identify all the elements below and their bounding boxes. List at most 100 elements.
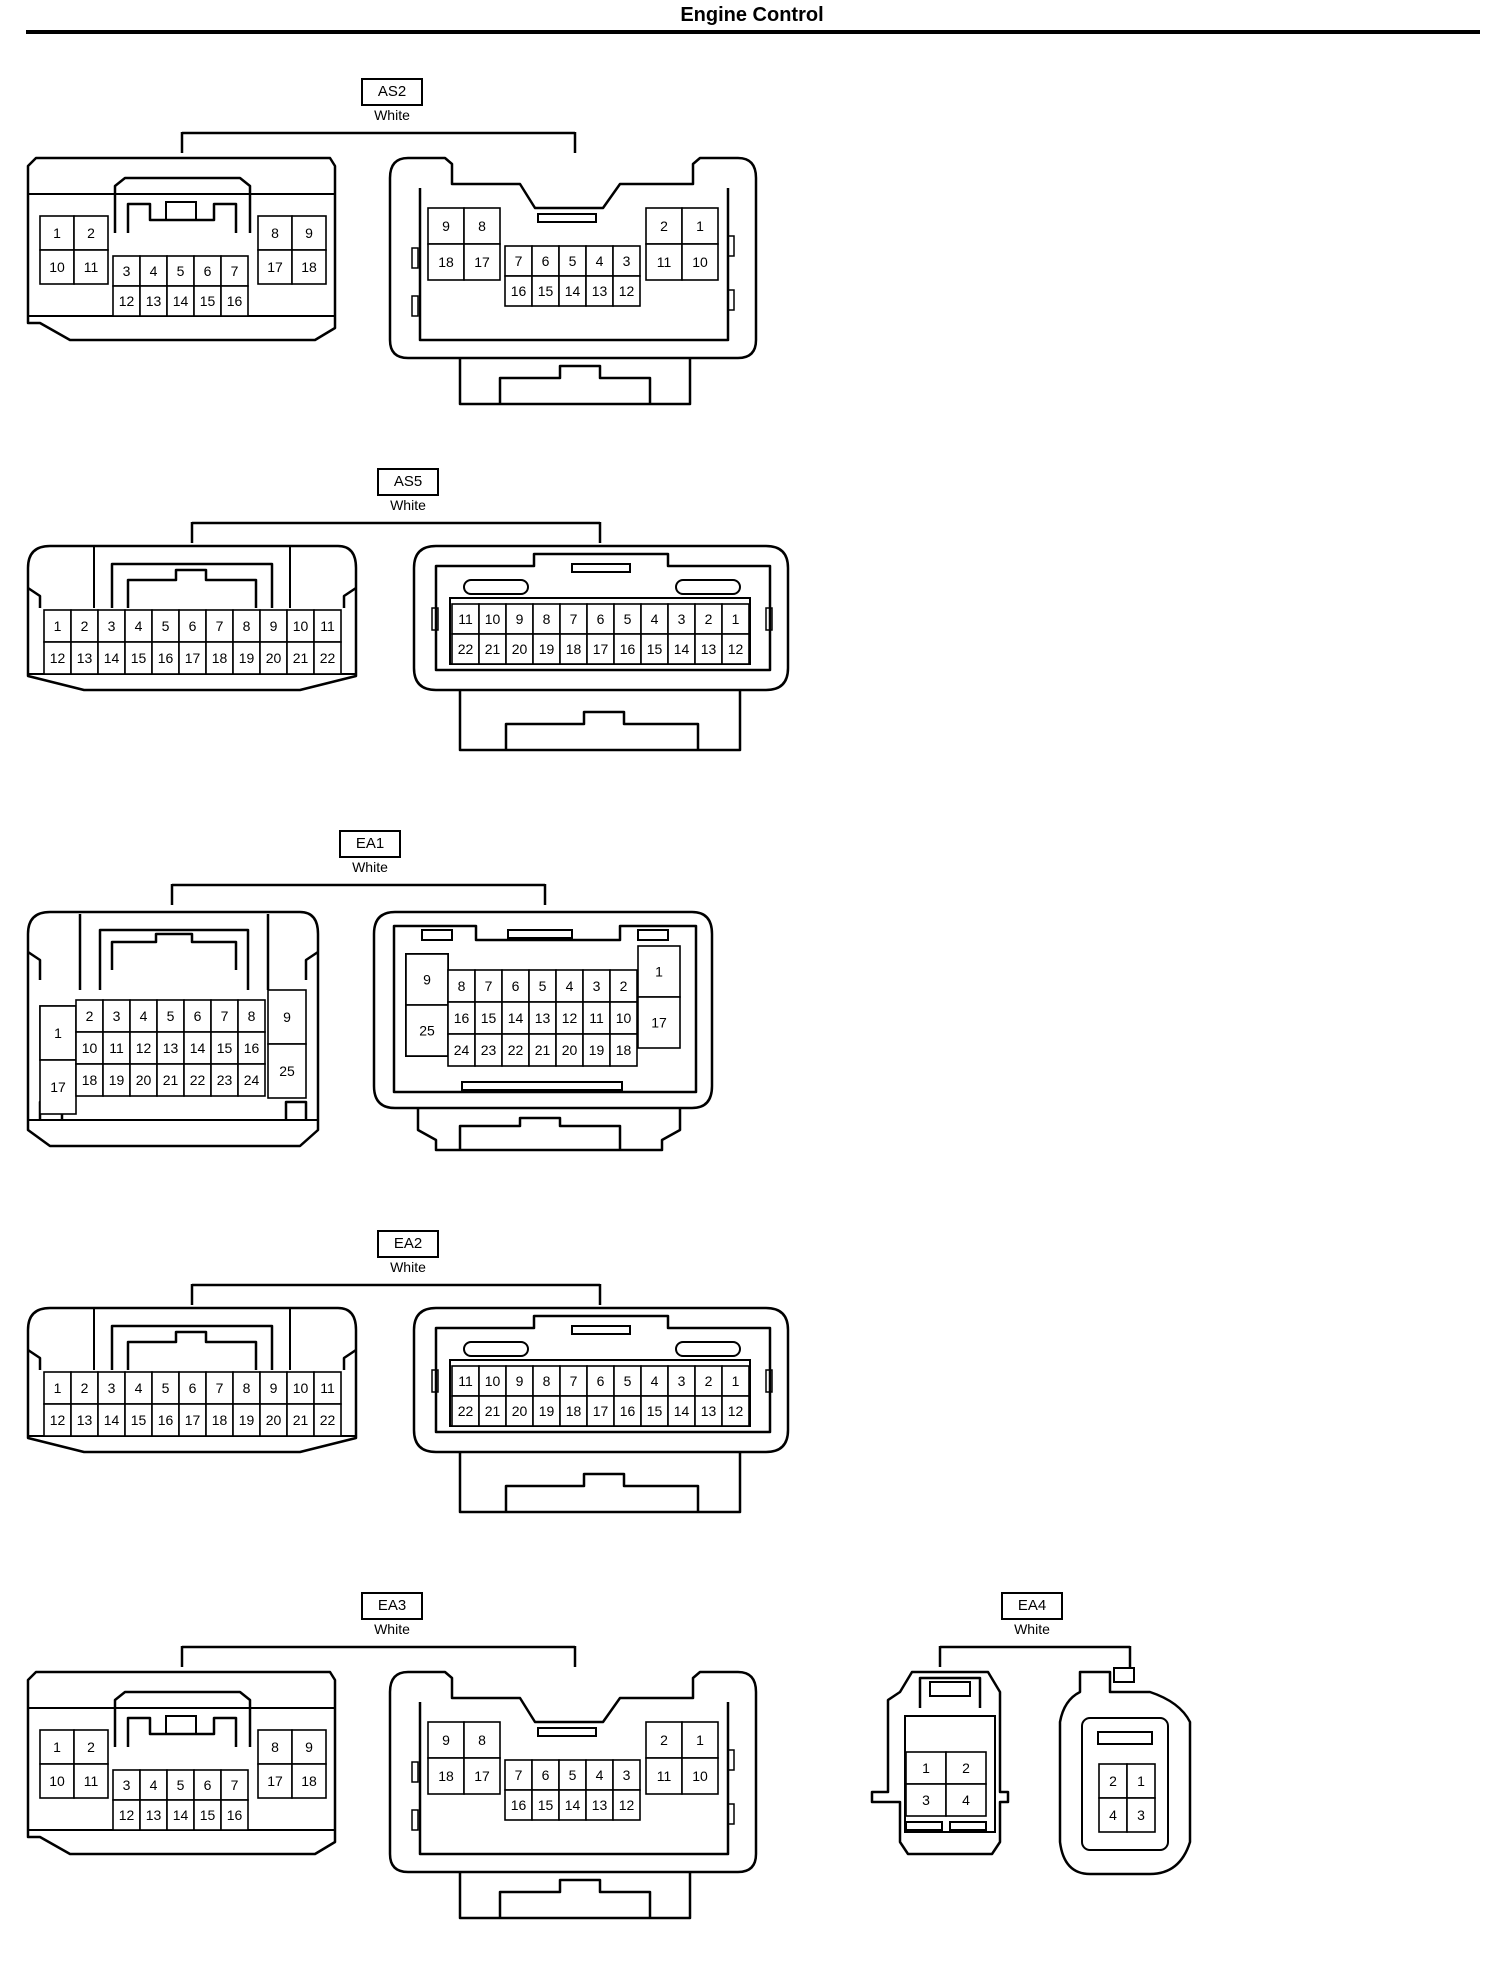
pin-number: 13 (77, 650, 93, 666)
pin-number: 7 (231, 1777, 239, 1793)
pin-cell (612, 275, 641, 307)
pin-number: 3 (678, 611, 686, 627)
pin-number: 17 (185, 1412, 201, 1428)
polarity-key (949, 1821, 987, 1831)
pin-cell (73, 1729, 109, 1765)
latch-arm (126, 1330, 258, 1370)
pin-cell (532, 1365, 561, 1397)
pin-number: 13 (146, 293, 162, 309)
pin-number: 13 (535, 1010, 551, 1026)
pin-cell (721, 1395, 750, 1427)
pin-number: 9 (516, 611, 524, 627)
pin-number: 16 (511, 1797, 527, 1813)
pin-number: 5 (177, 1777, 185, 1793)
housing-inner-wall (418, 1702, 730, 1856)
pin-number: 1 (54, 1025, 62, 1041)
pin-number: 10 (692, 254, 708, 270)
pin-number: 6 (512, 978, 520, 994)
pin-number: 10 (293, 1380, 309, 1396)
side-rib (727, 1803, 735, 1825)
pin-cell (586, 603, 615, 635)
pin-cell (124, 1403, 153, 1437)
pin-cell (151, 641, 180, 675)
pin-number: 12 (136, 1040, 152, 1056)
pin-number: 17 (267, 259, 283, 275)
pin-cell (504, 245, 533, 277)
pin-number: 15 (217, 1040, 233, 1056)
latch-arm (126, 202, 238, 233)
pin-cell (232, 641, 261, 675)
pin-cell (681, 1757, 719, 1795)
pin-number: 7 (221, 1008, 229, 1024)
pin-number: 5 (569, 1767, 577, 1783)
pin-number: 5 (167, 1008, 175, 1024)
pin-number: 10 (485, 1373, 501, 1389)
pin-cell (559, 1395, 588, 1427)
housing-outline (412, 544, 790, 692)
pin-number: 5 (624, 1373, 632, 1389)
pin-cell (210, 1031, 239, 1065)
pin-number: 12 (119, 1807, 135, 1823)
pin-cell (39, 1005, 77, 1061)
connector-code-label: EA1 (339, 830, 401, 858)
pin-cell (447, 1001, 476, 1035)
pin-number: 8 (271, 1739, 279, 1755)
pin-cell (474, 1001, 503, 1035)
pin-number: 1 (1137, 1773, 1145, 1789)
lock-housing (458, 1872, 692, 1920)
pin-cell (220, 1799, 249, 1831)
pin-cell (193, 285, 222, 317)
pin-number: 2 (660, 1732, 668, 1748)
pin-number: 22 (320, 1412, 336, 1428)
housing-inner-wall (434, 1314, 772, 1434)
latch-tab (165, 201, 197, 221)
pin-cell (609, 1001, 638, 1035)
pin-cell (463, 243, 501, 281)
pin-number: 18 (438, 1768, 454, 1784)
pin-number: 9 (270, 1380, 278, 1396)
lock-housing (458, 358, 692, 406)
pin-number: 16 (244, 1040, 260, 1056)
pin-number: 7 (216, 618, 224, 634)
pin-number: 3 (108, 1380, 116, 1396)
pin-cell (532, 603, 561, 635)
pin-number: 19 (239, 650, 255, 666)
pin-number: 6 (204, 263, 212, 279)
pin-number: 24 (454, 1042, 470, 1058)
pin-number: 11 (320, 618, 335, 634)
pin-cell (613, 1365, 642, 1397)
pin-number: 5 (539, 978, 547, 994)
pin-number: 22 (320, 650, 336, 666)
pin-cell (291, 1763, 327, 1799)
pin-number: 7 (570, 1373, 578, 1389)
connector-code-label: EA3 (361, 1592, 423, 1620)
key-slot (571, 1325, 631, 1335)
pin-cell (559, 633, 588, 665)
pin-number: 6 (194, 1008, 202, 1024)
pin-number: 11 (657, 1768, 672, 1784)
pin-number: 2 (81, 618, 89, 634)
pin-number: 16 (227, 1807, 243, 1823)
pin-cell (259, 641, 288, 675)
pin-cell (637, 996, 681, 1049)
pin-cell (220, 1769, 249, 1801)
pin-number: 4 (135, 618, 143, 634)
pin-number: 9 (305, 225, 313, 241)
pin-cell (1098, 1763, 1128, 1799)
pin-number: 11 (84, 1773, 99, 1789)
connector-color-label: White (374, 107, 410, 123)
pin-number: 20 (266, 1412, 282, 1428)
pin-cell (427, 1721, 465, 1759)
housing-inner-wall (392, 924, 698, 1094)
pin-number: 1 (732, 1373, 740, 1389)
pin-cell (166, 1799, 195, 1831)
pin-number: 4 (150, 1777, 158, 1793)
connector-color-label: White (374, 1621, 410, 1637)
pin-number: 4 (596, 1767, 604, 1783)
pin-number: 15 (481, 1010, 497, 1026)
pin-cell (151, 609, 180, 643)
pin-cell (139, 1799, 168, 1831)
